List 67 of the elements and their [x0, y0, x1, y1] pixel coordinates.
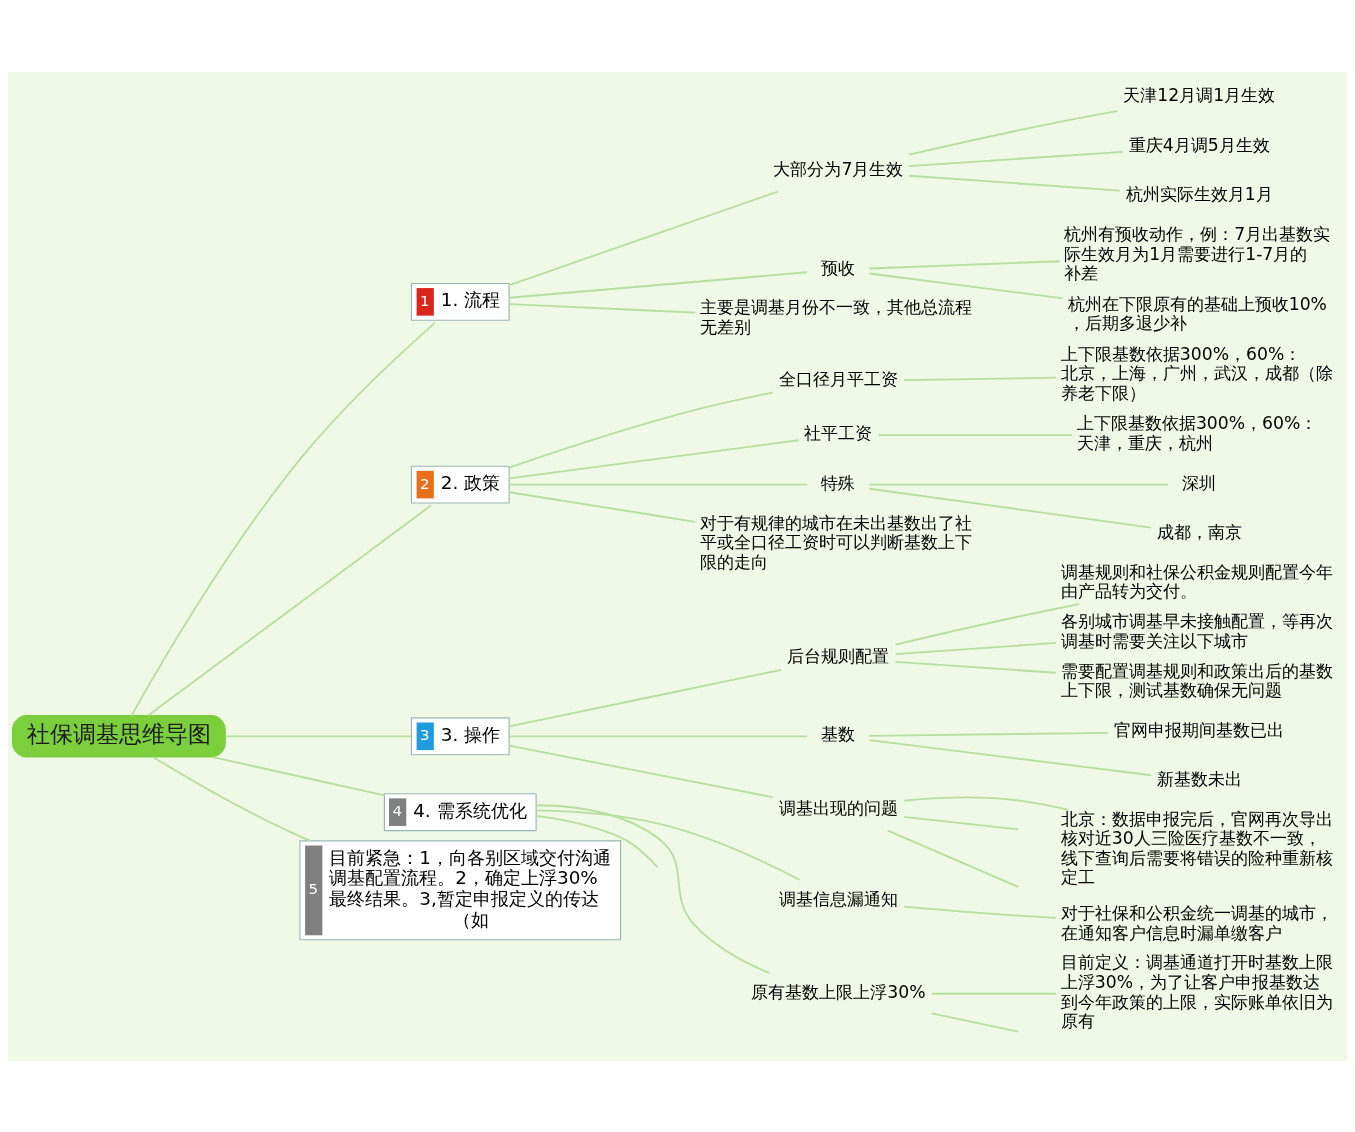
- connector: [894, 641, 1057, 655]
- node-text: 深圳: [1182, 472, 1217, 493]
- connector: [903, 905, 1057, 919]
- node-text: 社平工资: [804, 422, 873, 443]
- connector: [903, 376, 1057, 381]
- node-text: 上下限基数依据300%，60%：北京，上海，广州，武汉，成都（除养老下限）: [1060, 343, 1333, 403]
- node-text: 大部分为7月生效: [773, 158, 904, 179]
- node-text: 后台规则配置: [787, 645, 890, 666]
- connector: [508, 744, 774, 798]
- connector: [930, 1011, 1020, 1033]
- connector: [908, 150, 1124, 167]
- node-text: 特殊: [821, 472, 856, 493]
- node-box: 社保调基思维导图: [12, 714, 226, 758]
- node-text: 调基规则和社保公积金规则配置今年由产品转为交付。: [1060, 561, 1333, 601]
- node-text: 北京：数据申报完后，官网再次导出核对近30人三险医疗基数不一致，线下查询后需要将错误的险种重新核定工: [1060, 808, 1333, 887]
- connector: [508, 668, 783, 727]
- connector: [903, 796, 1070, 811]
- node-text: 新基数未出: [1156, 768, 1242, 789]
- connector: [868, 483, 1169, 486]
- node-text: 调基信息漏通知: [778, 888, 898, 909]
- connector: [508, 391, 774, 469]
- connector: [508, 734, 808, 737]
- node-text: 基数: [821, 723, 856, 744]
- node-text: 原有基数上限上浮30%: [751, 981, 926, 1002]
- node-text: 天津12月调1月生效: [1123, 84, 1276, 105]
- connector: [868, 487, 1152, 528]
- connector: [508, 438, 800, 479]
- connector: [535, 809, 801, 881]
- connector: [868, 272, 1064, 299]
- connector: [868, 738, 1152, 776]
- node-text: 杭州有预收动作，例：7月出基数实际生效月为1月需要进行1-7月的补差: [1064, 223, 1331, 283]
- connector: [908, 109, 1118, 155]
- connector: [152, 755, 312, 842]
- node-text: 主要是调基月份不一致，其他总流程无差别: [699, 296, 972, 337]
- connector: [931, 992, 1057, 995]
- node-text: 各别城市调基早未接触配置，等再次调基时需要关注以下城市: [1060, 610, 1333, 651]
- connector: [147, 504, 432, 716]
- connector: [903, 815, 1019, 830]
- connector: [894, 660, 1057, 674]
- node-text: 杭州实际生效月1月: [1125, 183, 1273, 204]
- node-text: 目前定义：调基通道打开时基数上限上浮30%，为了让客户申报基数达到今年政策的上限，实际账单依旧为原有: [1060, 951, 1333, 1031]
- connector: [211, 755, 386, 796]
- connector: [887, 829, 1020, 888]
- connector: [877, 433, 1074, 436]
- node-text: 成都，南京: [1156, 521, 1242, 542]
- connector: [868, 731, 1109, 737]
- connector: [224, 734, 412, 737]
- connector: [894, 602, 1081, 646]
- node-text: 上下限基数依据300%，60%：天津，重庆，杭州: [1076, 412, 1318, 453]
- connector: [508, 490, 697, 523]
- connector: [908, 174, 1121, 191]
- node-text: 重庆4月调5月生效: [1128, 134, 1270, 155]
- node-text: 对于有规律的城市在未出基数出了社平或全口径工资时可以判断基数上下限的走向: [699, 512, 972, 572]
- node-text: 全口径月平工资: [778, 368, 898, 389]
- connector: [508, 270, 808, 299]
- node-text: 官网申报期间基数已出: [1114, 719, 1285, 740]
- node-text: 预收: [821, 257, 856, 278]
- node-text: 对于社保和公积金统一调基的城市，在通知客户信息时漏单缴客户: [1060, 902, 1333, 943]
- node-text: 杭州在下限原有的基础上预收10%，后期多退少补: [1067, 293, 1327, 333]
- connector: [508, 483, 808, 486]
- connector: [535, 803, 771, 974]
- node-text: 需要配置调基规则和政策出后的基数上下限，测试基数确保无问题: [1060, 660, 1333, 700]
- connector: [508, 190, 779, 286]
- connector: [868, 259, 1061, 269]
- connector: [535, 814, 659, 868]
- node-text: 调基出现的问题: [778, 797, 898, 818]
- connector: [508, 302, 697, 313]
